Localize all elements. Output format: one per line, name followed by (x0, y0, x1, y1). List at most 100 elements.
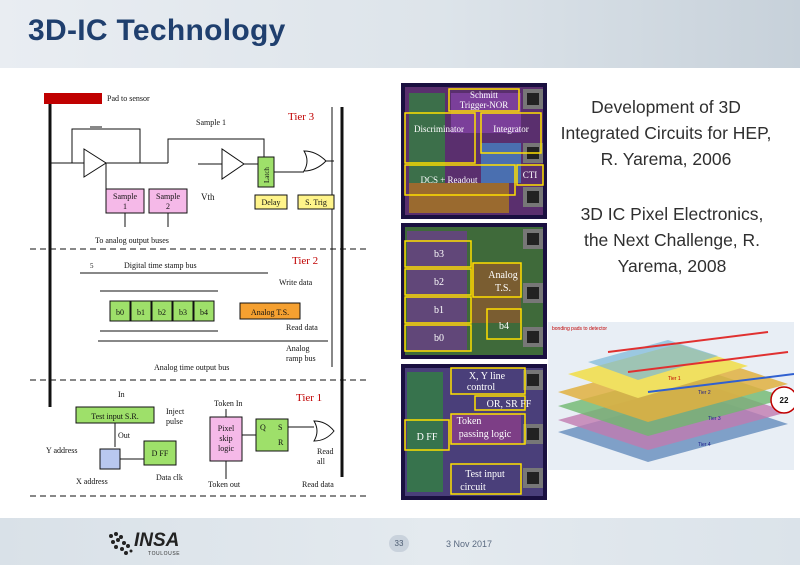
analog-ramp-label: Analog (286, 344, 310, 353)
analog-buses-label: To analog output buses (95, 236, 169, 245)
token-out-label: Token out (208, 480, 241, 489)
layout-label: Schmitt (470, 90, 499, 100)
inject-label: Inject (166, 407, 185, 416)
read-all-label: Read (317, 447, 333, 456)
dff-box (143, 440, 177, 466)
sample2-text: 2 (166, 202, 170, 211)
delay-box (254, 194, 288, 210)
analog-ramp-label: ramp bus (286, 354, 316, 363)
pad-label: Pad to sensor (107, 94, 150, 103)
pixel-skip-text: Pixel (218, 424, 235, 433)
address-box (99, 448, 121, 470)
insa-logo-icon (109, 532, 133, 555)
layout-label: b4 (499, 321, 509, 332)
data-clk-label: Data clk (156, 473, 183, 482)
tier-label: Tier 2 (292, 255, 318, 267)
layout-label: control (467, 382, 496, 393)
x-address-label: X address (76, 477, 108, 486)
layout-label: b1 (434, 305, 444, 316)
vth-label: Vth (201, 192, 215, 202)
sample2-text: Sample (156, 192, 180, 201)
schematic-background (28, 87, 370, 498)
sample1-label: Sample 1 (196, 118, 226, 127)
tier-label: Tier 1 (296, 392, 322, 404)
layout-image-bottom: X, Y line control OR, SR FF D FF Token p… (401, 364, 547, 500)
r-label: R (278, 438, 284, 447)
bit-label: b3 (179, 308, 187, 317)
out-label: Out (118, 431, 131, 440)
pixel-skip-box (209, 416, 243, 462)
digital-bus-label: Digital time stamp bus (124, 261, 197, 270)
or-gate (313, 420, 335, 442)
pixel-circuit-schematic: Pad to sensor Tier 3 Tier 2 Tier 1 Sampl… (28, 87, 370, 498)
layout-label: Trigger-NOR (460, 100, 509, 110)
stack-label: Tier 3 (708, 416, 721, 422)
stack-label: Tier 1 (668, 376, 681, 382)
sr-ff-box (255, 418, 289, 452)
layout-label: X, Y line (469, 371, 506, 382)
sample1-text: Sample (113, 192, 137, 201)
layout-label: b0 (434, 333, 444, 344)
sample1-text: 1 (123, 202, 127, 211)
logo-subtitle: TOULOUSE (148, 551, 181, 557)
analog-ts-box (239, 302, 301, 320)
reference-yarema-2008: 3D IC Pixel Electronics, the Next Challe… (580, 204, 764, 276)
stack-label: Tier 2 (698, 390, 711, 396)
analog-out-bus-label: Analog time output bus (154, 363, 229, 372)
bit-label: b2 (158, 308, 166, 317)
logo-text: INSA (134, 530, 180, 551)
stack-label: Tier 4 (698, 442, 711, 448)
layout-label: D FF (417, 432, 438, 443)
layout-label: Integrator (493, 124, 528, 134)
layout-image-top: Schmitt Trigger-NOR Discriminator Integr… (401, 83, 547, 219)
bit-box-b4 (193, 300, 215, 322)
stack-label: 22 (780, 396, 789, 405)
in-label: In (118, 390, 125, 399)
layout-label: circuit (460, 482, 486, 493)
layout-label: Test input (465, 469, 505, 480)
page-number: 33 (389, 535, 409, 552)
sample2-box (148, 188, 188, 214)
layout-label: passing logic (459, 429, 512, 440)
slide-title: 3D-IC Technology (28, 14, 286, 47)
q-label: Q (260, 423, 266, 432)
test-input-text: Test input S.R. (91, 412, 138, 421)
sample1-box (105, 188, 145, 214)
inject-label: pulse (166, 417, 183, 426)
pixel-skip-text: skip (219, 434, 232, 443)
read-data-label: Read data (286, 323, 318, 332)
reference-yarema-2006: Development of 3D Integrated Circuits fo… (560, 97, 772, 169)
bit-label: b4 (200, 308, 208, 317)
latch-text: Latch (263, 167, 271, 183)
bus-width-label: 5 (90, 262, 94, 270)
delay-text: Delay (261, 198, 280, 207)
read-all-label: all (317, 457, 326, 466)
pixel-skip-text: logic (218, 444, 234, 453)
bit-label: b0 (116, 308, 124, 317)
layout-label: Token (457, 416, 482, 427)
analog-ts-text: Analog T.S. (251, 308, 289, 317)
sensor-pad (44, 93, 102, 104)
bit-box-b2 (151, 300, 173, 322)
write-data-label: Write data (279, 278, 313, 287)
bit-box-b3 (172, 300, 194, 322)
token-in-label: Token In (214, 399, 243, 408)
layout-label: b2 (434, 277, 444, 288)
layout-label: T.S. (495, 283, 511, 294)
strig-text: S. Trig (305, 198, 327, 207)
dff-text: D FF (152, 449, 169, 458)
y-address-label: Y address (46, 446, 77, 455)
tier-label: Tier 3 (288, 111, 315, 123)
layout-label: DCS + Readout (420, 175, 478, 185)
layout-label: OR, SR FF (487, 399, 532, 410)
layout-label: b3 (434, 249, 444, 260)
nor-gate (303, 150, 327, 172)
read-data-label: Read data (302, 480, 334, 489)
bit-label: b1 (137, 308, 145, 317)
bit-box-b1 (130, 300, 152, 322)
layout-label: Discriminator (414, 124, 464, 134)
zoom-circle (770, 386, 794, 414)
slide-header (0, 0, 800, 68)
stack-layer-top (588, 340, 718, 380)
layout-label: CTI (523, 170, 538, 180)
